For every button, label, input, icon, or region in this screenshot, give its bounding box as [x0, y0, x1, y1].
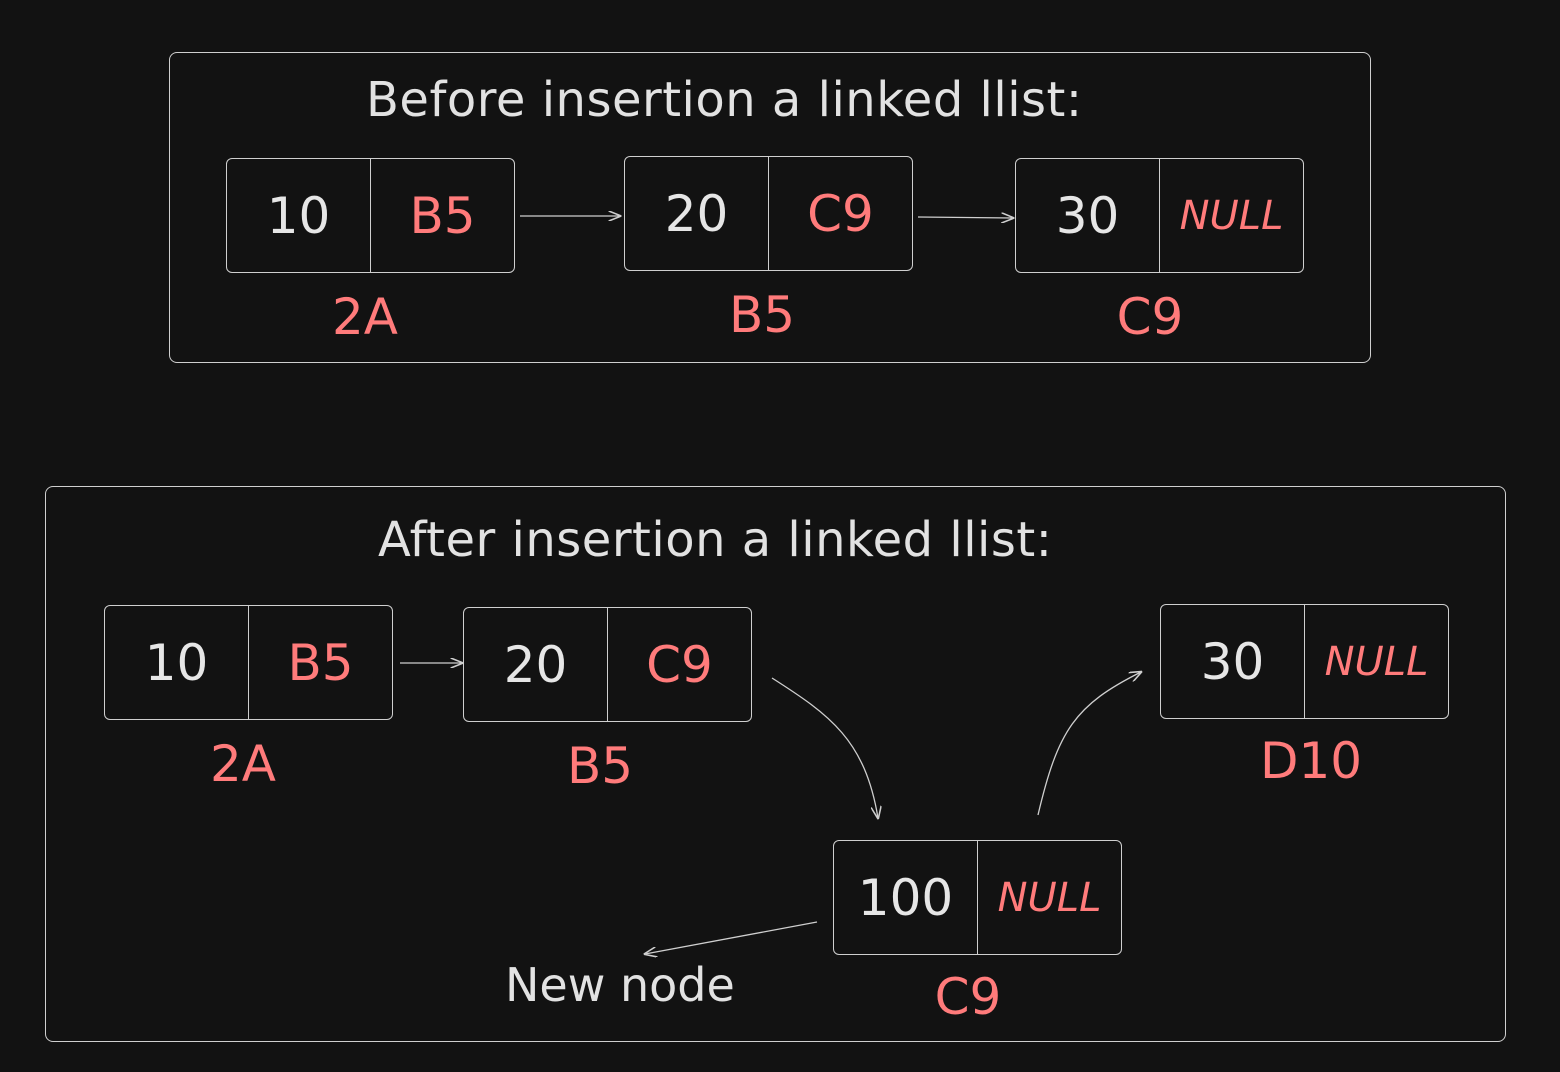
node-next-pointer: B5 [409, 186, 476, 245]
node-next-pointer: NULL [1179, 192, 1284, 239]
node-next-pointer: C9 [807, 184, 874, 243]
after-node-2-address: B5 [566, 737, 634, 795]
before-node-3: 30 NULL [1015, 158, 1304, 273]
node-value: 20 [625, 157, 769, 270]
before-node-1-address: 2A [331, 288, 399, 346]
after-node-2: 20 C9 [463, 607, 752, 722]
before-node-3-address: C9 [1116, 288, 1184, 346]
node-next-pointer: C9 [646, 635, 713, 694]
after-panel [45, 486, 1506, 1042]
before-node-2: 20 C9 [624, 156, 913, 271]
node-value: 100 [834, 841, 978, 954]
arrow-before-2-3 [917, 217, 1013, 218]
node-value: 30 [1016, 159, 1160, 272]
before-title: Before insertion a linked llist: [366, 72, 1083, 128]
after-node-3: 30 NULL [1160, 604, 1449, 719]
node-value: 10 [227, 159, 371, 272]
before-node-2-address: B5 [728, 286, 796, 344]
arrow-new-node-to-d10 [1037, 672, 1141, 816]
arrow-to-new-node-label [645, 921, 818, 954]
new-node: 100 NULL [833, 840, 1122, 955]
after-node-1-address: 2A [209, 735, 277, 793]
node-value: 10 [105, 606, 249, 719]
node-next-pointer: B5 [287, 633, 354, 692]
node-value: 20 [464, 608, 608, 721]
after-node-3-address: D10 [1259, 732, 1363, 790]
node-value: 30 [1161, 605, 1305, 718]
arrow-b5-to-new-node [771, 677, 878, 818]
after-node-1: 10 B5 [104, 605, 393, 720]
before-node-1: 10 B5 [226, 158, 515, 273]
node-next-pointer: NULL [997, 874, 1102, 921]
before-panel [169, 52, 1371, 363]
new-node-address: C9 [934, 968, 1002, 1026]
after-title: After insertion a linked llist: [378, 512, 1053, 568]
node-next-pointer: NULL [1324, 638, 1429, 685]
new-node-label: New node [505, 958, 735, 1012]
